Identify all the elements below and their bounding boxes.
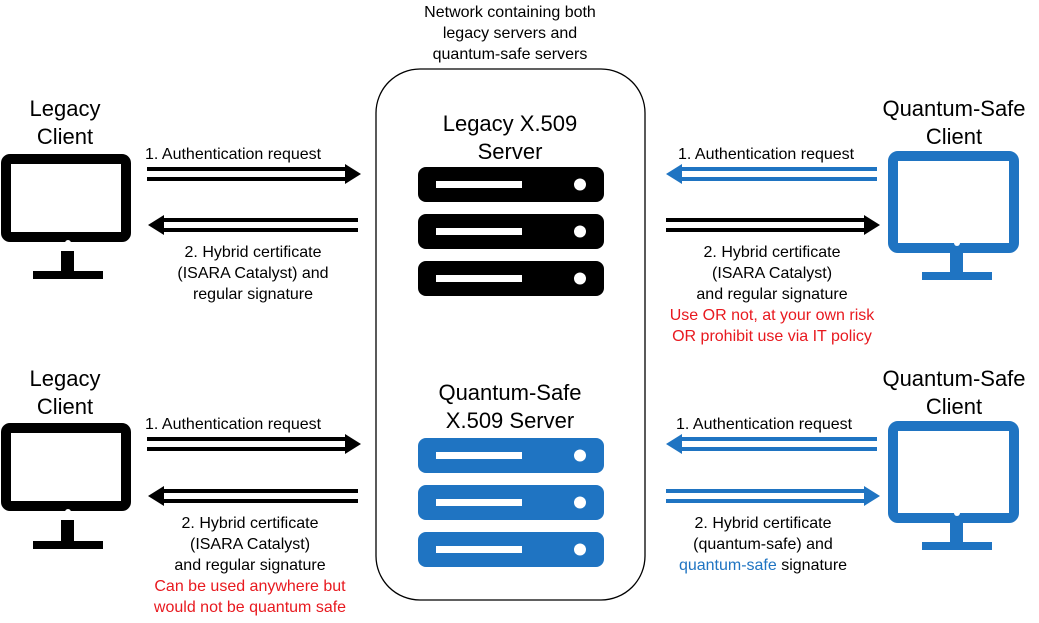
bl-response-line: 2. Hybrid certificate [181, 515, 319, 532]
network-caption-line: legacy servers and [442, 25, 578, 42]
quantum-server-title: Quantum-Safe X.509 Server [400, 379, 620, 435]
tr-response-line: (ISARA Catalyst) [711, 265, 833, 282]
bl-warning-note: would not be quantum safe [153, 599, 347, 616]
quantum-server-icon [418, 438, 604, 567]
client-title-line: Legacy [29, 366, 101, 391]
quantum-server-title-line: X.509 Server [445, 408, 575, 433]
client-title-line: Client [925, 394, 983, 419]
tr-response-label: 2. Hybrid certificate (ISARA Catalyst) a… [652, 242, 892, 347]
client-title-line: Quantum-Safe [882, 366, 1026, 391]
br-response-line: (quantum-safe) and [693, 536, 833, 553]
network-caption-line: Network containing both [424, 4, 596, 21]
arrow-bl-request [147, 434, 361, 454]
legacy-monitor-icon-bottom [1, 423, 131, 549]
network-caption-line: quantum-safe servers [432, 46, 588, 63]
br-request-label: 1. Authentication request [676, 416, 853, 433]
client-title-line: Legacy [29, 96, 101, 121]
legacy-client-title-top: Legacy Client [5, 95, 125, 151]
tl-request-label: 1. Authentication request [145, 146, 322, 163]
tl-response-line: regular signature [192, 286, 314, 303]
bl-request-label: 1. Authentication request [145, 416, 322, 433]
br-response-line: 2. Hybrid certificate [694, 515, 832, 532]
tr-response-line: and regular signature [696, 286, 848, 303]
tr-response-line: 2. Hybrid certificate [703, 244, 841, 261]
legacy-server-title: Legacy X.509 Server [400, 110, 620, 166]
arrow-bl-response [148, 486, 358, 506]
arrow-tr-request [666, 164, 877, 184]
legacy-server-title-line: Server [477, 139, 543, 164]
bl-warning-note: Can be used anywhere but [154, 578, 346, 595]
legacy-client-title-bottom: Legacy Client [5, 365, 125, 421]
legacy-monitor-icon-top [1, 154, 131, 279]
tl-response-label: 2. Hybrid certificate (ISARA Catalyst) a… [133, 242, 373, 305]
quantum-monitor-icon-top [888, 151, 1019, 280]
client-title-line: Client [36, 394, 94, 419]
tr-warning-note: OR prohibit use via IT policy [672, 328, 872, 345]
client-title-line: Quantum-Safe [882, 96, 1026, 121]
client-title-line: Client [36, 124, 94, 149]
br-response-line: quantum-safe signature [643, 555, 883, 576]
tr-warning-note: Use OR not, at your own risk [669, 307, 875, 324]
network-box [375, 68, 646, 601]
arrow-tr-response [666, 215, 880, 235]
arrow-br-request [666, 434, 877, 454]
quantum-client-title-top: Quantum-Safe Client [872, 95, 1036, 151]
client-title-line: Client [925, 124, 983, 149]
quantum-server-title-line: Quantum-Safe [438, 380, 582, 405]
br-response-rest: signature [776, 557, 848, 574]
bl-response-line: (ISARA Catalyst) [189, 536, 311, 553]
arrow-tl-response [148, 215, 358, 235]
network-caption: Network containing both legacy servers a… [360, 2, 660, 65]
bl-response-line: and regular signature [174, 557, 326, 574]
bl-response-label: 2. Hybrid certificate (ISARA Catalyst) a… [130, 513, 370, 618]
arrow-br-response [666, 486, 880, 506]
quantum-monitor-icon-bottom [888, 421, 1019, 550]
legacy-server-icon [418, 167, 604, 296]
quantum-client-title-bottom: Quantum-Safe Client [872, 365, 1036, 421]
tl-response-line: (ISARA Catalyst) and [177, 265, 329, 282]
tr-request-label: 1. Authentication request [678, 146, 855, 163]
arrow-tl-request [147, 164, 361, 184]
legacy-server-title-line: Legacy X.509 [442, 111, 578, 136]
quantum-safe-highlight: quantum-safe [678, 557, 777, 574]
tl-response-line: 2. Hybrid certificate [184, 244, 322, 261]
br-response-label: 2. Hybrid certificate (quantum-safe) and… [643, 513, 883, 576]
